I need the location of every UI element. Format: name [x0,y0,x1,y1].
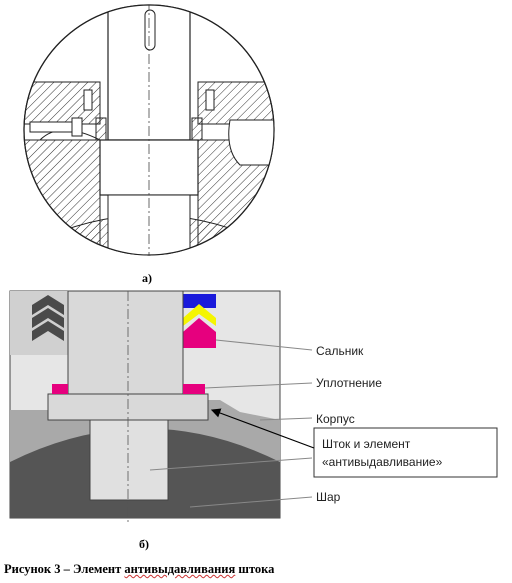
seal-right-magenta [183,384,205,394]
leader-uplotnenie [204,382,313,389]
leader-shar [189,496,313,508]
seal-left-magenta [52,384,68,394]
chevron-packing-left [32,295,64,341]
leader-korpus [259,417,313,421]
label-shtok-line2: «антивыдавливание» [322,455,443,469]
subfigure-label-a: а) [142,271,152,285]
leader-shtok [149,457,313,471]
leader-salnik [215,339,313,351]
label-uplotnenie: Уплотнение [316,376,382,390]
schematic-drawing-b [9,290,281,522]
caption-underlined-word: антивыдавливания [124,562,236,576]
leader-lines [149,339,313,508]
caption-prefix: Рисунок 3 – Элемент [4,562,125,576]
gland-seal-yellow [183,304,216,326]
label-shar: Шар [316,490,341,504]
label-shtok-line1: Шток и элемент [322,437,411,451]
subfigure-label-b: б) [139,537,149,551]
detail-drawing-a [23,4,275,256]
label-salnik: Сальник [316,344,364,358]
caption-suffix: штока [235,562,275,576]
callout-shtok: Шток и элемент «антивыдавливание» [313,427,498,478]
figure-caption: Рисунок 3 – Элемент антивыдавливания што… [4,562,274,577]
gland-seal-blue [183,294,216,308]
callout-arrow [210,408,315,449]
gland-seal-magenta [183,318,216,348]
label-korpus: Корпус [316,412,355,426]
